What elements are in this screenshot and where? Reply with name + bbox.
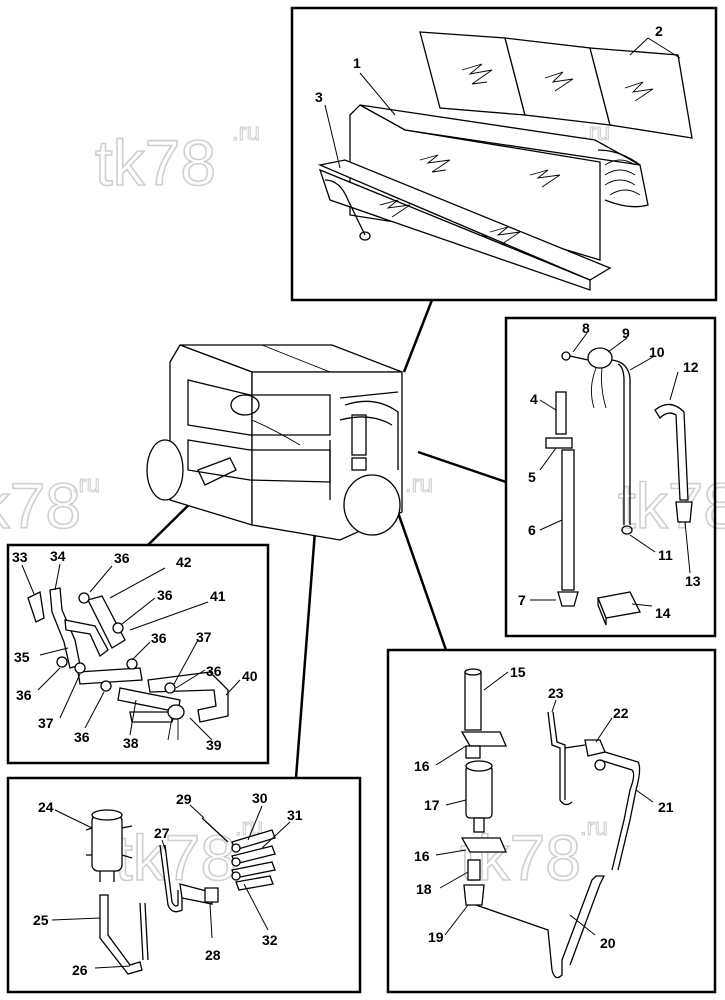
callout-41: 41 — [210, 588, 226, 604]
callout-13: 13 — [685, 573, 701, 589]
panel-receiver-hoses: 24 29 30 27 31 32 25 26 28 — [6, 776, 362, 994]
callout-3: 3 — [315, 89, 323, 105]
callout-36: 36 — [157, 587, 173, 603]
callout-5: 5 — [528, 469, 536, 485]
callout-34: 34 — [50, 548, 66, 564]
callout-38: 38 — [123, 735, 139, 751]
watermark-text: tk78 — [460, 822, 581, 894]
callout-25: 25 — [33, 912, 49, 928]
callout-19: 19 — [428, 929, 444, 945]
callout-6: 6 — [528, 522, 536, 538]
callout-36: 36 — [74, 729, 90, 745]
callout-1: 1 — [353, 55, 361, 71]
hvac-unit-assembly — [146, 344, 403, 541]
callout-30: 30 — [252, 790, 268, 806]
callout-21: 21 — [658, 799, 674, 815]
watermark-suffix: .ru — [405, 471, 433, 498]
callout-27: 27 — [154, 825, 170, 841]
callout-7: 7 — [518, 592, 526, 608]
callout-12: 12 — [683, 359, 699, 375]
callout-36: 36 — [151, 630, 167, 646]
callout-36: 36 — [16, 687, 32, 703]
callout-33: 33 — [12, 549, 28, 565]
callout-4: 4 — [530, 391, 538, 407]
watermark-suffix: .ru — [72, 471, 100, 498]
watermark-suffix: .ru — [580, 814, 608, 841]
callout-42: 42 — [176, 554, 192, 570]
callout-16: 16 — [414, 848, 430, 864]
callout-29: 29 — [176, 791, 192, 807]
callout-31: 31 — [287, 807, 303, 823]
callout-28: 28 — [205, 947, 221, 963]
watermark-text: tk78 — [115, 822, 236, 894]
panel-drain-hoses: 33 34 36 42 36 41 35 36 37 36 40 36 37 3… — [6, 543, 270, 765]
callout-23: 23 — [548, 685, 564, 701]
watermark-text: tk78 — [0, 470, 81, 542]
callout-16: 16 — [414, 758, 430, 774]
callout-35: 35 — [14, 649, 30, 665]
callout-11: 11 — [658, 547, 673, 563]
callout-10: 10 — [649, 344, 665, 360]
callout-15: 15 — [510, 664, 526, 680]
callout-14: 14 — [655, 605, 671, 621]
callout-17: 17 — [424, 797, 440, 813]
callout-40: 40 — [242, 668, 258, 684]
watermark-suffix: .ru — [232, 119, 260, 146]
callout-39: 39 — [206, 737, 222, 753]
callout-24: 24 — [38, 799, 54, 815]
callout-20: 20 — [600, 935, 616, 951]
watermark-text: tk78 — [95, 127, 216, 199]
callout-37: 37 — [196, 629, 212, 645]
watermarks: tk78 .ru tk78 .ru tk78 .ru tk78 .ru tk78… — [0, 118, 725, 894]
panel-evaporator-coil: 2 1 3 — [290, 6, 718, 302]
panel-filter-hoses: 15 16 17 16 18 19 20 21 22 23 — [386, 648, 717, 994]
callout-2: 2 — [655, 23, 663, 39]
callout-37: 37 — [38, 715, 54, 731]
callout-36: 36 — [114, 550, 130, 566]
callout-36: 36 — [206, 663, 222, 679]
callout-22: 22 — [613, 705, 629, 721]
callout-9: 9 — [622, 325, 630, 341]
callout-32: 32 — [262, 932, 278, 948]
panel-valve-hoses: 8 9 10 12 4 5 6 7 11 13 14 — [504, 316, 717, 638]
callout-8: 8 — [582, 320, 590, 336]
callout-26: 26 — [72, 962, 88, 978]
callout-18: 18 — [416, 881, 432, 897]
watermark-text: tk78 — [618, 470, 725, 542]
